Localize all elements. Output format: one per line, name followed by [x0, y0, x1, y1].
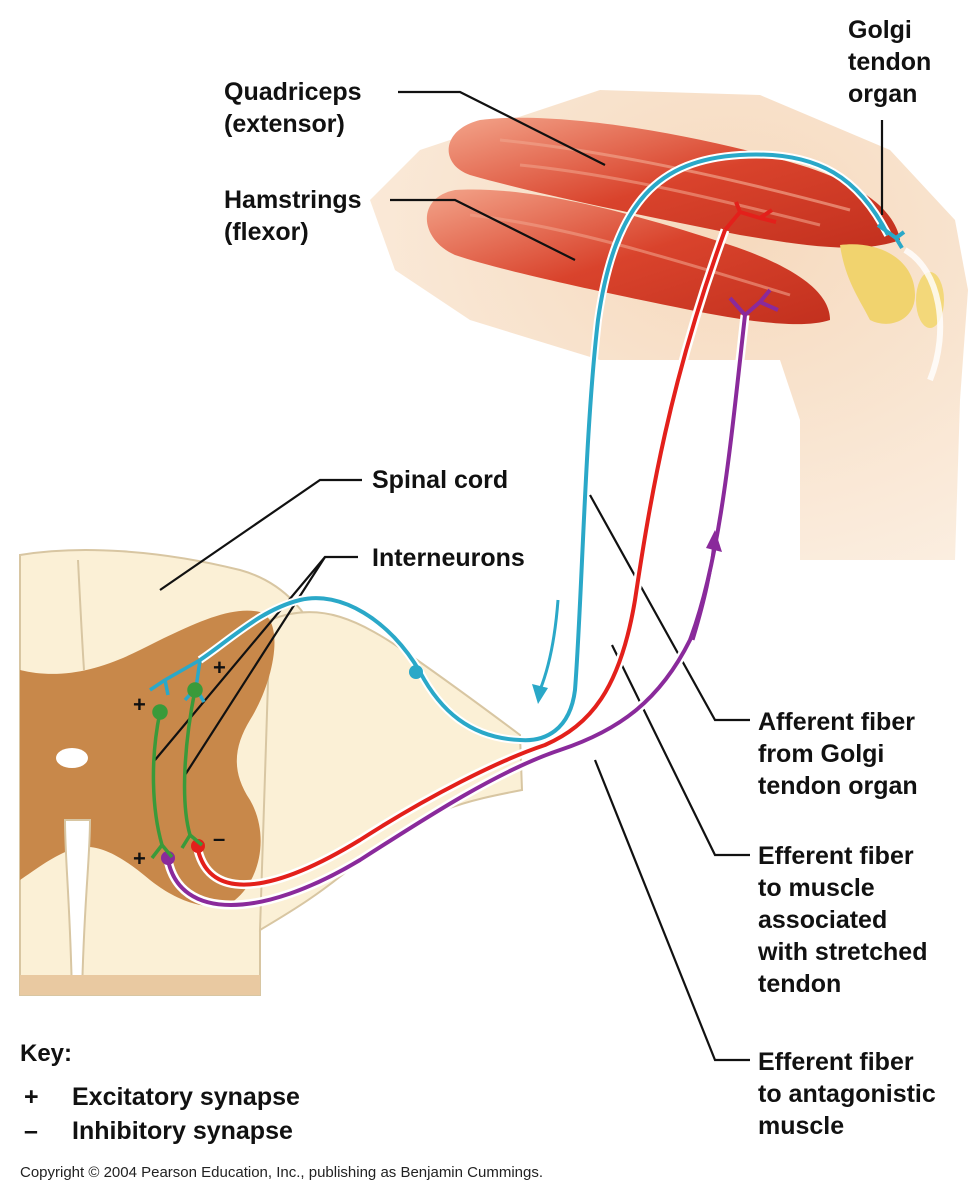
synapse-signs: + + + – [133, 655, 226, 871]
spinal-cord [19, 549, 524, 996]
synapse-sign-excitatory-1: + [133, 692, 146, 717]
key-inhibitory-symbol: – [24, 1117, 38, 1145]
label-efferent-antagonistic: Efferent fiber to antagonistic muscle [758, 1048, 936, 1140]
efferent-antagonistic-fiber [161, 288, 779, 910]
label-golgi-tendon-organ: Golgi tendon organ [848, 16, 932, 108]
label-interneurons: Interneurons [372, 544, 525, 572]
interneurons [150, 682, 204, 860]
key-excitatory-text: Excitatory synapse [72, 1083, 300, 1111]
pointer-lines [154, 90, 884, 1062]
copyright-notice: Copyright © 2004 Pearson Education, Inc.… [20, 1164, 544, 1181]
key-excitatory: + Excitatory synapse [24, 1083, 300, 1112]
key-title: Key: [20, 1040, 73, 1067]
quadriceps-muscle [448, 117, 900, 248]
synapse-sign-inhibitory: – [213, 826, 225, 851]
key-inhibitory: – Inhibitory synapse [24, 1117, 293, 1146]
synapse-sign-excitatory-2: + [213, 655, 226, 680]
label-afferent-fiber: Afferent fiber from Golgi tendon organ [758, 708, 918, 800]
knee-tendon [840, 244, 944, 382]
label-efferent-stretched: Efferent fiber to muscle associated with… [758, 842, 928, 998]
efferent-stretched-fiber [191, 201, 777, 890]
synapse-sign-excitatory-3: + [133, 846, 146, 871]
key-inhibitory-text: Inhibitory synapse [72, 1117, 293, 1145]
label-hamstrings: Hamstrings (flexor) [224, 186, 362, 246]
key-excitatory-symbol: + [24, 1083, 39, 1111]
label-quadriceps: Quadriceps (extensor) [224, 78, 362, 138]
afferent-fiber [149, 150, 906, 745]
label-spinal-cord: Spinal cord [372, 466, 509, 494]
